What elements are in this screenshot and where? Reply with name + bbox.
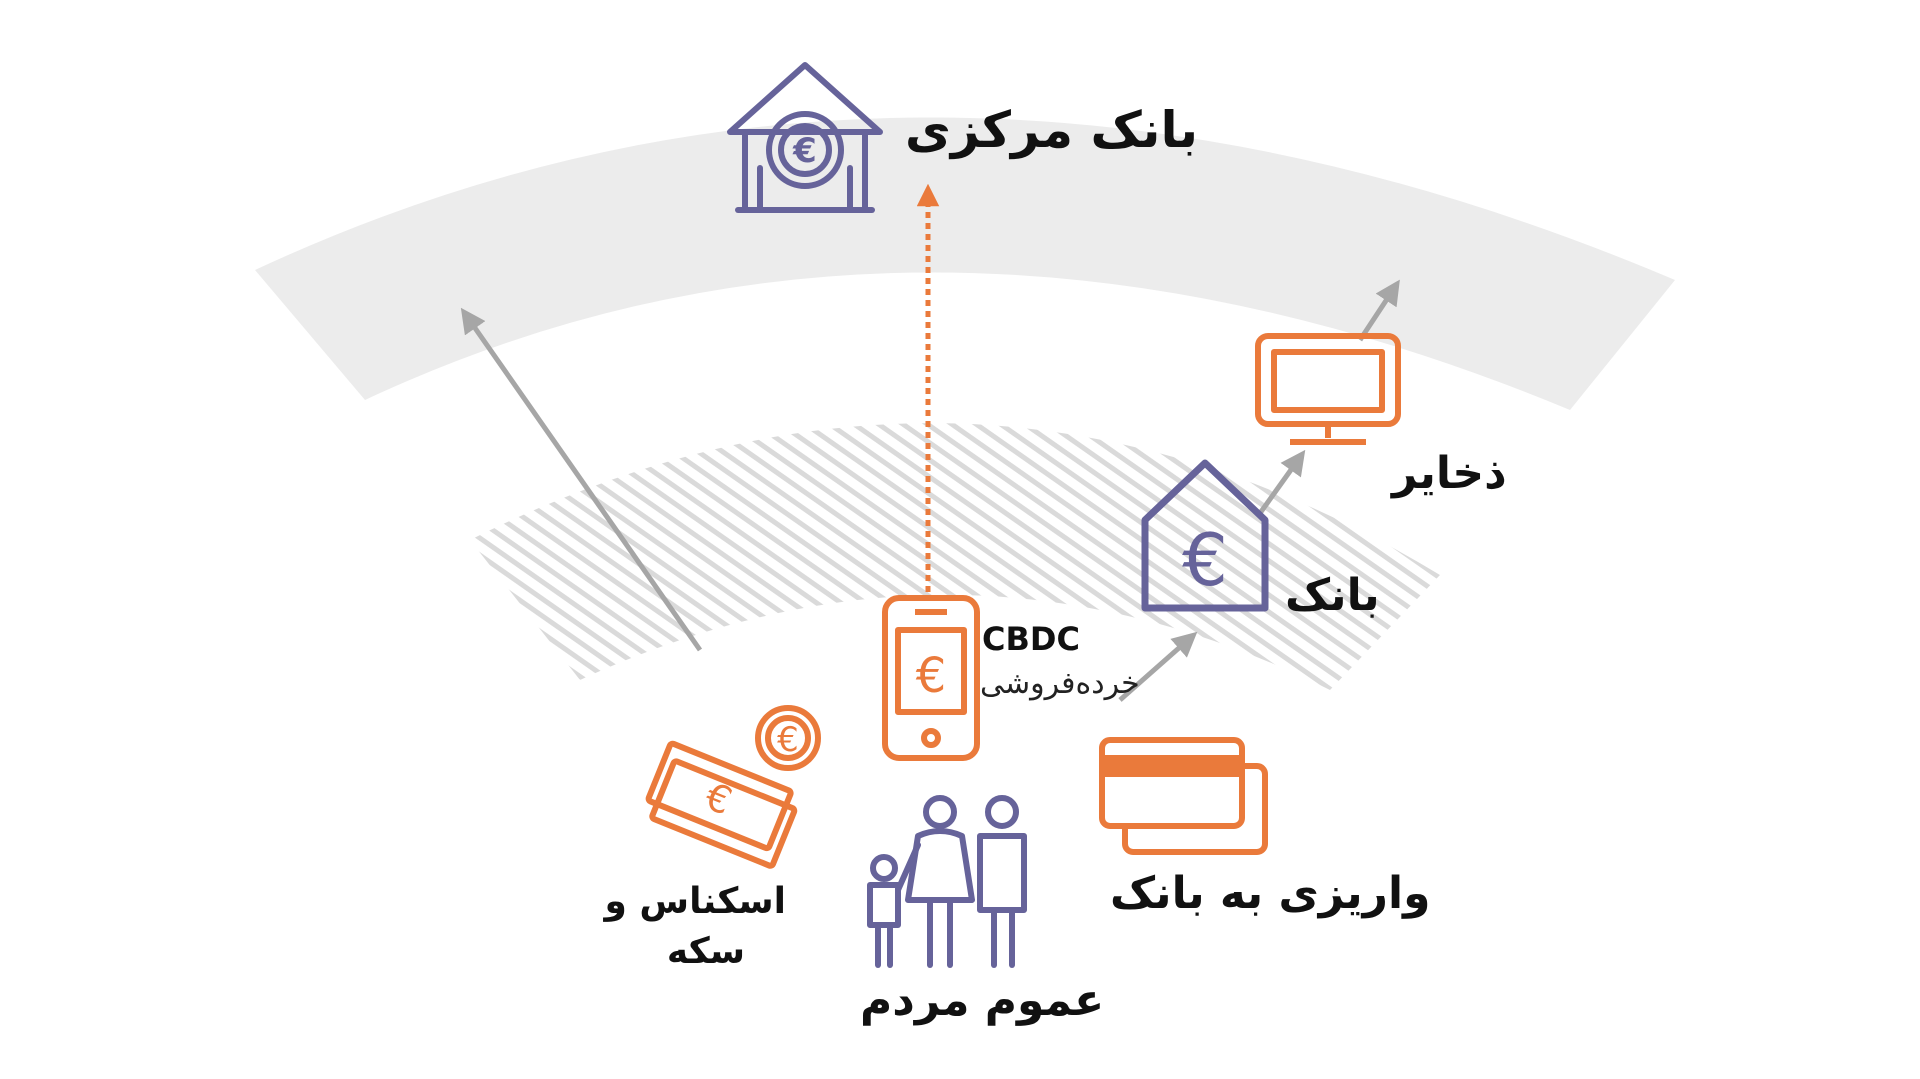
public-label: عموم مردم [860, 975, 1105, 1026]
reserves-to-central-bank-arrow [1357, 279, 1400, 342]
cash-to-central-bank-arrow [460, 307, 703, 652]
cash-label-line2: سکه [666, 931, 746, 972]
cash-label-line1: اسکناس و [604, 881, 786, 922]
svg-text:€: € [777, 720, 799, 760]
monitor-icon [1255, 333, 1401, 445]
banknotes-coin-euro-icon: € € [645, 705, 821, 869]
central-bank-band [255, 117, 1675, 410]
smartphone-euro-icon: € [882, 595, 980, 761]
bank-to-reserves-arrow [1255, 449, 1306, 518]
bank-house-euro-icon: € [1141, 459, 1269, 612]
svg-text:€: € [699, 774, 738, 824]
deposits-label: واریزی به بانک [1110, 868, 1431, 919]
cbdc-label: CBDC [982, 620, 1080, 658]
bank-cards-icon [1099, 737, 1268, 855]
bank-band [470, 423, 1440, 690]
svg-text:€: € [1182, 518, 1228, 602]
cbdc-retail-label: خرده‌فروشی [980, 666, 1140, 701]
svg-text:€: € [792, 131, 817, 171]
family-people-icon [867, 795, 1027, 968]
central-bank-euro-icon: € [727, 62, 883, 213]
svg-text:€: € [916, 648, 947, 704]
bank-label: بانک [1285, 570, 1380, 621]
reserves-label: ذخایر [1392, 448, 1507, 499]
deposits-to-bank-arrow [1118, 631, 1198, 702]
central-bank-label: بانک مرکزی [905, 101, 1198, 159]
